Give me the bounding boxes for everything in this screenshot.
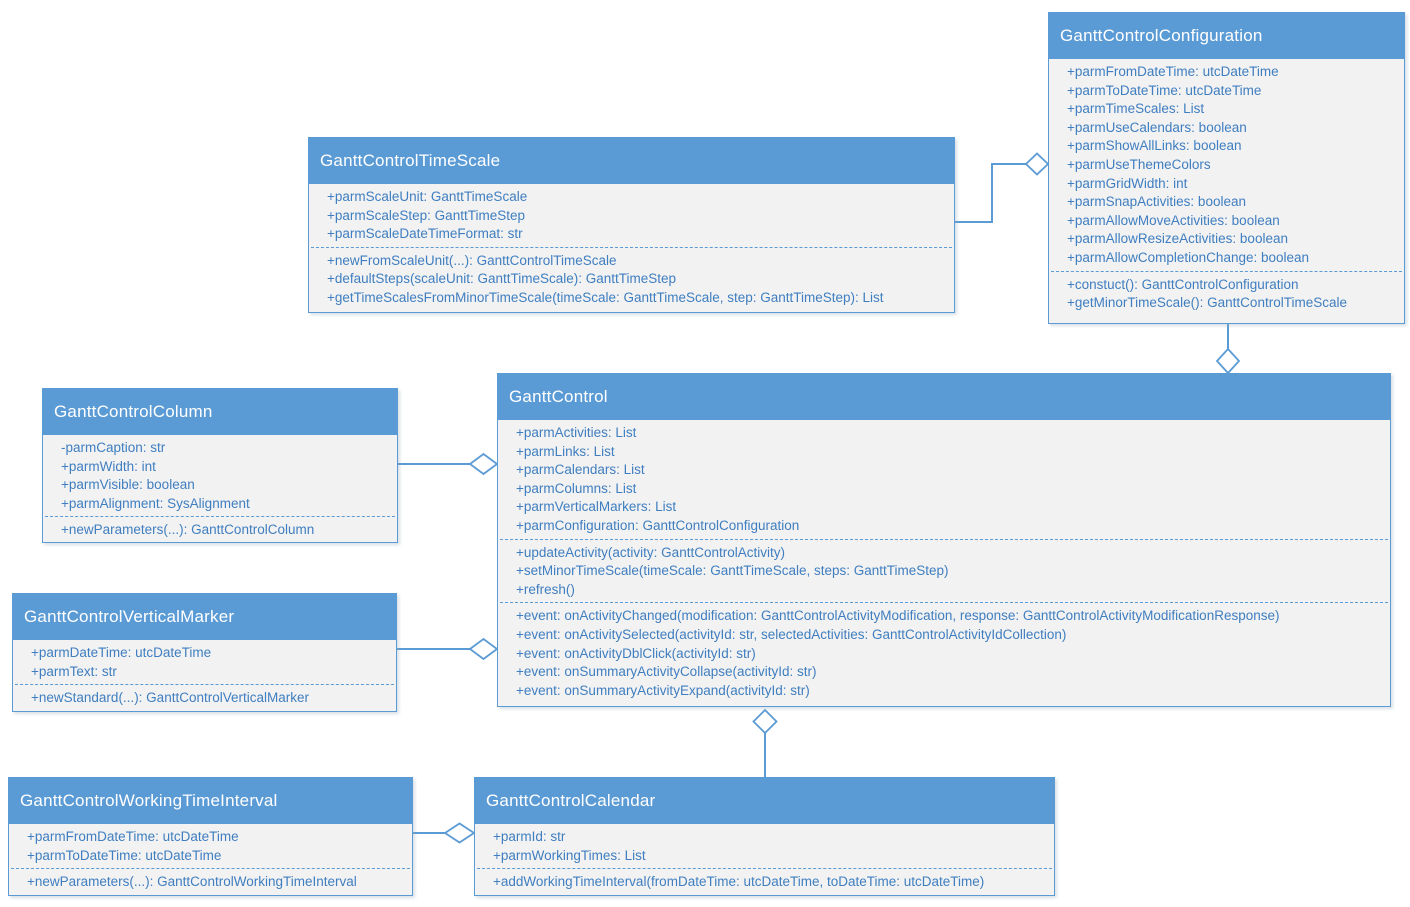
class-member: +event: onActivitySelected(activityId: s… [516, 626, 1067, 642]
members-separator [11, 868, 410, 870]
class-member: +parmSnapActivities: boolean [1067, 194, 1246, 210]
class-body: +parmFromDateTime: utcDateTime +parmToDat… [9, 824, 412, 895]
members-separator [1051, 270, 1402, 272]
class-member: +parmText: str [31, 663, 117, 679]
class-body: +parmFromDateTime: utcDateTime +parmToDat… [1049, 59, 1404, 323]
class-member: +parmAllowCompletionChange: boolean [1067, 249, 1310, 265]
aggregation-diamond-ganttcontrol-bottom [752, 708, 778, 735]
class-member: +parmToDateTime: utcDateTime [1067, 82, 1262, 98]
class-member: +event: onSummaryActivityExpand(activity… [516, 682, 810, 698]
class-member: +parmDateTime: utcDateTime [31, 645, 212, 660]
class-box-ganttcontrolverticalmarker[interactable]: GanttControlVerticalMarker+parmDateTime:… [12, 593, 397, 712]
class-member: +parmVerticalMarkers: List [516, 499, 677, 515]
methods-section: +newFromScaleUnit(...): GanttControlTime… [309, 248, 954, 311]
class-title: GanttControlTimeScale [309, 138, 954, 184]
class-member: +parmUseThemeColors [1067, 156, 1211, 172]
class-member: +event: onActivityDblClick(activityId: s… [516, 645, 756, 661]
class-member: +defaultSteps(scaleUnit: GanttTimeScale)… [327, 271, 677, 287]
class-member: +parmLinks: List [516, 443, 615, 459]
class-body: +parmActivities: List +parmLinks: List +pa… [498, 420, 1390, 706]
class-member: +parmScaleDateTimeFormat: str [327, 226, 523, 242]
class-member: +getTimeScalesFromMinorTimeScale(timeSca… [327, 289, 884, 305]
class-member: +parmVisible: boolean [61, 477, 195, 493]
methods-section: +constuct(): GanttControlConfiguration +g… [1049, 272, 1404, 316]
class-member: +parmWorkingTimes: List [493, 847, 646, 863]
class-member: +parmTimeScales: List [1067, 101, 1205, 117]
connector-timescale-to-configuration [955, 163, 1026, 223]
class-member: +parmId: str [493, 829, 566, 844]
class-member: +parmUseCalendars: boolean [1067, 119, 1247, 135]
class-member: +updateActivity(activity: GanttControlAc… [516, 544, 785, 560]
class-member: +setMinorTimeScale(timeScale: GanttTimeS… [516, 563, 949, 579]
members-separator [45, 516, 395, 518]
members-separator [500, 538, 1388, 540]
class-title: GanttControl [498, 374, 1390, 420]
class-member: +parmShowAllLinks: boolean [1067, 138, 1242, 154]
class-member: +parmFromDateTime: utcDateTime [27, 829, 239, 844]
methods-section: +event: onActivityChanged(modification: … [498, 603, 1390, 703]
methods-section: +updateActivity(activity: GanttControlAc… [498, 540, 1390, 603]
members-separator [15, 684, 394, 686]
class-body: +parmId: str +parmWorkingTimes: List +addW… [475, 824, 1054, 895]
aggregation-diamond-calendar [443, 822, 476, 844]
class-box-ganttcontrolconfiguration[interactable]: GanttControlConfiguration+parmFromDateTi… [1048, 12, 1405, 324]
class-box-ganttcontrolcolumn[interactable]: GanttControlColumn -parmCaption: str +parm… [42, 388, 398, 543]
class-member: +parmGridWidth: int [1067, 175, 1188, 191]
class-box-ganttcontrolworkingtimeinterval[interactable]: GanttControlWorkingTimeInterval+parmFrom… [8, 777, 413, 896]
class-member: +newStandard(...): GanttControlVerticalM… [31, 690, 309, 706]
class-member: +parmColumns: List [516, 480, 637, 496]
class-member: +parmFromDateTime: utcDateTime [1067, 64, 1279, 79]
aggregation-diamond-ganttcontrol-left-upper [468, 452, 499, 476]
class-title: GanttControlCalendar [475, 778, 1054, 824]
class-member: +getMinorTimeScale(): GanttControlTimeSc… [1067, 295, 1347, 311]
class-member: +newParameters(...): GanttControlWorking… [27, 874, 357, 890]
class-member: +parmWidth: int [61, 458, 156, 474]
attributes-section: +parmDateTime: utcDateTime +parmText: str [13, 640, 396, 684]
aggregation-diamond-ganttcontrol-top [1215, 347, 1241, 375]
attributes-section: +parmId: str +parmWorkingTimes: List [475, 824, 1054, 868]
class-member: +parmActivities: List [516, 425, 637, 440]
methods-section: +newParameters(...): GanttControlColumn [43, 517, 397, 542]
class-member: +parmToDateTime: utcDateTime [27, 847, 222, 863]
class-title: GanttControlVerticalMarker [13, 594, 396, 640]
class-member: +refresh() [516, 581, 575, 597]
class-box-ganttcontroltimescale[interactable]: GanttControlTimeScale+parmScaleUnit: Gan… [308, 137, 955, 313]
class-title: GanttControlWorkingTimeInterval [9, 778, 412, 824]
class-body: +parmDateTime: utcDateTime +parmText: str… [13, 640, 396, 711]
class-box-ganttcontrol[interactable]: GanttControl +parmActivities: List +parmLi… [497, 373, 1391, 707]
class-box-ganttcontrolcalendar[interactable]: GanttControlCalendar +parmId: str +parmWor… [474, 777, 1055, 896]
class-member: +parmAllowResizeActivities: boolean [1067, 231, 1288, 247]
class-member: -parmCaption: str [61, 440, 166, 455]
class-body: +parmScaleUnit: GanttTimeScale +parmScale… [309, 184, 954, 312]
aggregation-diamond-ganttcontrol-left-lower [468, 637, 499, 661]
class-member: +newFromScaleUnit(...): GanttControlTime… [327, 252, 617, 268]
attributes-section: -parmCaption: str +parmWidth: int +parmVis… [43, 435, 397, 516]
methods-section: +newParameters(...): GanttControlWorking… [9, 869, 412, 895]
attributes-section: +parmFromDateTime: utcDateTime +parmToDat… [1049, 59, 1404, 271]
methods-section: +newStandard(...): GanttControlVerticalM… [13, 685, 396, 711]
class-member: +parmScaleStep: GanttTimeStep [327, 207, 525, 223]
members-separator [500, 602, 1388, 604]
methods-section: +addWorkingTimeInterval(fromDateTime: ut… [475, 869, 1054, 895]
class-title: GanttControlColumn [43, 389, 397, 435]
class-member: +constuct(): GanttControlConfiguration [1067, 276, 1299, 292]
class-member: +addWorkingTimeInterval(fromDateTime: ut… [493, 874, 985, 890]
class-member: +parmConfiguration: GanttControlConfigur… [516, 517, 800, 533]
class-member: +parmScaleUnit: GanttTimeScale [327, 189, 528, 204]
class-member: +event: onSummaryActivityCollapse(activi… [516, 664, 817, 680]
aggregation-diamond-configuration [1024, 152, 1050, 176]
class-body: -parmCaption: str +parmWidth: int +parmVis… [43, 435, 397, 542]
class-member: +parmAlignment: SysAlignment [61, 495, 250, 511]
class-member: +event: onActivityChanged(modification: … [516, 608, 1280, 624]
attributes-section: +parmScaleUnit: GanttTimeScale +parmScale… [309, 184, 954, 247]
class-member: +newParameters(...): GanttControlColumn [61, 522, 315, 538]
attributes-section: +parmFromDateTime: utcDateTime +parmToDat… [9, 824, 412, 868]
members-separator [477, 868, 1052, 870]
class-member: +parmCalendars: List [516, 462, 645, 478]
attributes-section: +parmActivities: List +parmLinks: List +pa… [498, 420, 1390, 539]
class-member: +parmAllowMoveActivities: boolean [1067, 212, 1280, 228]
class-title: GanttControlConfiguration [1049, 13, 1404, 59]
members-separator [311, 246, 952, 248]
